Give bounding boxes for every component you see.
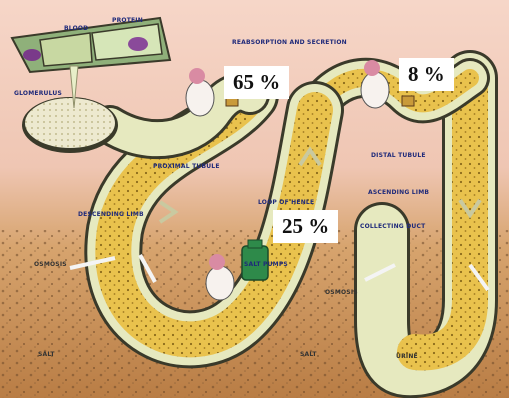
label-protein: PROTEIN (112, 17, 143, 24)
label-loop-of-henle: LOOP OF HENLE (258, 199, 314, 206)
label-urine: URINE (396, 353, 418, 360)
label-collecting-duct: COLLECTING DUCT (360, 223, 426, 230)
label-descending-limb: DESCENDING LIMB (78, 211, 144, 218)
percent-distal: 8 % (399, 58, 454, 91)
label-blood: BLOOD (64, 25, 88, 32)
label-proximal-tubule: PROXIMAL TUBULE (153, 163, 220, 170)
cell-blob (23, 49, 41, 61)
label-distal-tubule: DISTAL TUBULE (371, 152, 426, 159)
label-osmosis-left: OSMOSIS (34, 261, 67, 268)
percent-proximal: 65 % (224, 66, 289, 99)
salt-pump (242, 240, 268, 280)
label-salt-right: SALT (300, 351, 317, 358)
label-reabsorption: REABSORPTION AND SECRETION (232, 39, 347, 46)
label-salt-pumps: SALT PUMPS (244, 261, 288, 268)
protein-blob (128, 37, 148, 51)
glomerulus-basin (25, 98, 115, 148)
percent-loop: 25 % (273, 210, 338, 243)
label-osmosis-right: OSMOSIS (325, 289, 358, 296)
label-salt-left: SALT (38, 351, 55, 358)
label-glomerulus: GLOMERULUS (14, 90, 62, 97)
label-ascending-limb: ASCENDING LIMB (368, 189, 429, 196)
